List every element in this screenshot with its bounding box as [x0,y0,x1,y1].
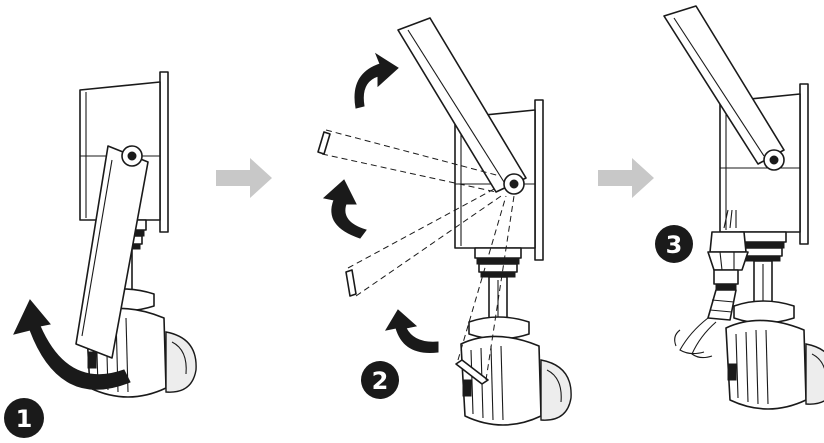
step-badge-icon [361,361,399,399]
step-badge-icon [4,398,44,438]
lamp-panel-step-2 [397,17,527,195]
right-arrow-icon [216,158,272,198]
curved-arrow-icon [354,52,399,109]
step-3-panel: 3 [655,5,824,410]
ghost-panel-positions [317,129,515,385]
step-number: 1 [16,405,33,433]
step-badge-2: 2 [361,361,399,399]
step-number: 2 [372,367,389,395]
curved-arrow-icon [384,309,439,353]
step-badge-3: 3 [655,225,693,263]
lamp-panel-step-3 [663,5,785,171]
curved-arrow-icon [13,299,131,390]
step-badge-icon [655,225,693,263]
cable-connector [674,209,749,359]
curved-arrow-icon [322,179,367,239]
right-arrow-icon [598,158,654,198]
step-badge-1: 1 [4,398,44,438]
step-1-panel: 1 [4,71,197,438]
step-2-panel: 2 [317,17,572,426]
lamp-panel-step-1 [75,145,149,359]
step-number: 3 [666,231,683,259]
